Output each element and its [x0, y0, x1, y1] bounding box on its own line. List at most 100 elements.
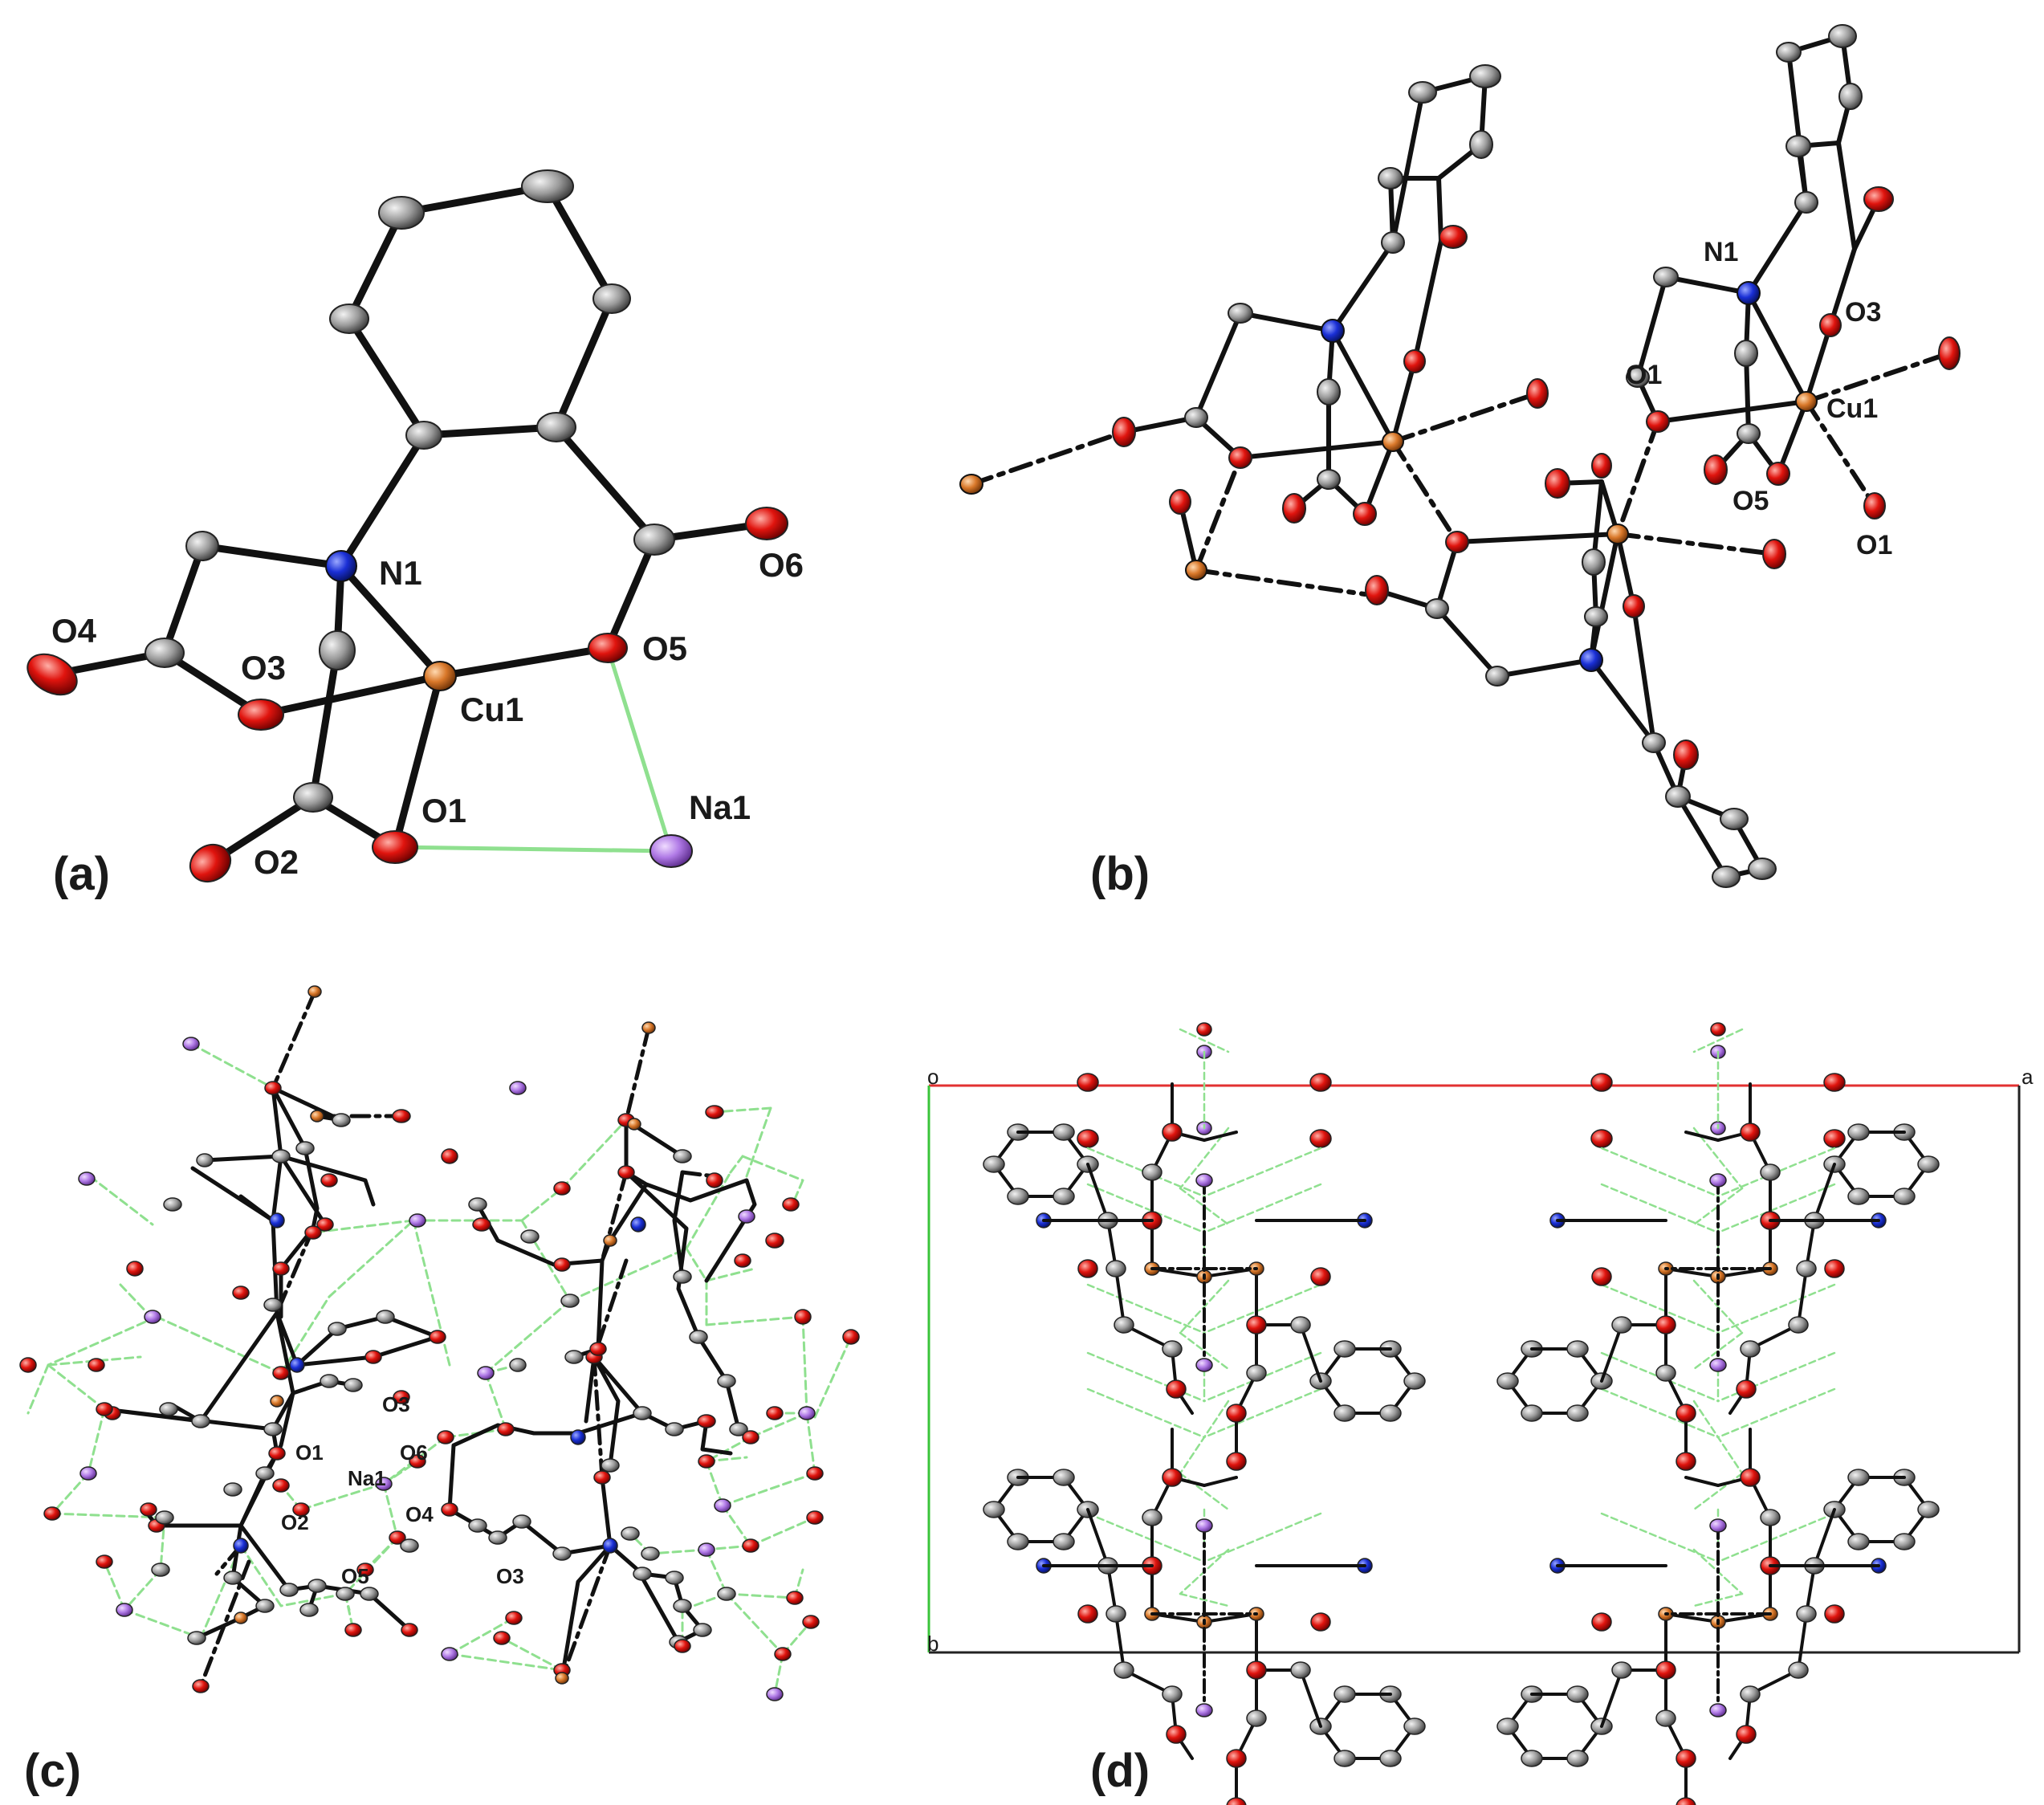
carbon-atom — [512, 1514, 531, 1529]
copper-atom — [555, 1672, 569, 1685]
sodium-contact — [1716, 1351, 1836, 1403]
carbon-atom — [344, 1378, 363, 1392]
carbon-atom — [1642, 732, 1666, 753]
oxygen-atom — [842, 1329, 860, 1345]
carbon-atom — [187, 1631, 206, 1645]
oxygen-atom — [304, 1225, 322, 1240]
sodium-atom — [409, 1213, 426, 1228]
bond — [1086, 1163, 1110, 1222]
oxygen-atom — [268, 1446, 286, 1461]
carbon-atom — [665, 1422, 684, 1436]
oxygen-atom — [705, 1105, 724, 1119]
carbon-atom — [263, 1422, 283, 1436]
copper-atom — [270, 1395, 284, 1408]
oxygen-atom — [1824, 1259, 1845, 1278]
sodium-contact — [1179, 1187, 1230, 1226]
carbon-atom — [1378, 167, 1403, 189]
carbon-atom — [1893, 1533, 1916, 1550]
panel-c: O3 O1 O6 Na1 O2 O4 O5 O3 (c) — [19, 985, 860, 1797]
carbon-atom — [1425, 598, 1449, 619]
copper-atom — [627, 1118, 641, 1131]
carbon-atom — [717, 1374, 736, 1388]
oxygen-atom — [674, 1639, 691, 1653]
oxygen-atom — [96, 1402, 113, 1416]
panel-c-labels: O3 O1 O6 Na1 O2 O4 O5 O3 — [281, 1392, 524, 1588]
sodium-atom — [714, 1498, 731, 1513]
carbon-atom — [145, 638, 185, 668]
carbon-atom — [1007, 1533, 1029, 1550]
sodium-contact — [1716, 1283, 1836, 1334]
sodium-atom — [1709, 1703, 1727, 1717]
carbon-atom — [693, 1623, 712, 1637]
carbon-atom — [665, 1571, 684, 1585]
bond — [1299, 1669, 1322, 1728]
oxygen-atom — [1740, 1468, 1761, 1487]
nitrogen-atom — [269, 1212, 285, 1228]
bond — [1797, 1612, 1808, 1672]
carbon-atom — [1521, 1750, 1543, 1767]
oxygen-atom — [765, 1233, 784, 1249]
nitrogen-atom — [325, 550, 357, 582]
sodium-contact — [1692, 1127, 1744, 1190]
atom-label-na1: Na1 — [348, 1466, 386, 1490]
carbon-atom — [376, 1310, 395, 1324]
carbon-atom — [1142, 1509, 1162, 1526]
oxygen-atom — [1545, 468, 1570, 499]
carbon-atom — [1740, 1685, 1761, 1703]
carbon-atom — [1333, 1404, 1356, 1422]
sodium-contact — [1179, 1472, 1230, 1511]
carbon-atom — [405, 421, 442, 450]
sodium-atom — [79, 1466, 97, 1481]
sodium-contact — [1203, 1387, 1322, 1439]
carbon-atom — [1317, 469, 1341, 490]
oxygen-atom — [1077, 1073, 1099, 1092]
panel-b-labels: N1 O3 O1 Cu1 O5 O1 — [1626, 237, 1892, 560]
sodium-contact — [1086, 1512, 1206, 1563]
carbon-atom — [1379, 1750, 1402, 1767]
sodium-atom — [1709, 1173, 1727, 1188]
sodium-contact — [1692, 1279, 1744, 1334]
carbon-atom — [223, 1482, 242, 1497]
cell-b-label: b — [927, 1632, 939, 1656]
carbon-atom — [1584, 606, 1608, 627]
atom-label-cu1: Cu1 — [460, 691, 523, 728]
nitrogen-atom — [289, 1357, 305, 1373]
bond — [1813, 1163, 1836, 1222]
carbon-atom — [1785, 135, 1811, 157]
oxygen-atom — [593, 1470, 611, 1485]
carbon-atom — [1105, 1260, 1126, 1277]
oxygen-atom — [1736, 1725, 1757, 1744]
carbon-atom — [717, 1587, 736, 1601]
carbon-atom — [1105, 1605, 1126, 1623]
oxygen-atom — [1676, 1797, 1696, 1805]
sodium-contact — [1600, 1387, 1720, 1439]
oxygen-atom — [1673, 740, 1699, 770]
oxygen-atom — [1077, 1604, 1098, 1624]
carbon-atom — [601, 1458, 620, 1473]
atom-label-o2: O2 — [254, 843, 299, 881]
oxygen-atom — [786, 1591, 804, 1605]
carbon-atom — [1760, 1163, 1781, 1181]
atom-label-na1: Na1 — [689, 788, 751, 826]
carbon-atom — [400, 1538, 419, 1553]
sodium-atom — [1195, 1518, 1213, 1533]
sodium-contact — [1716, 1387, 1836, 1439]
carbon-atom — [185, 531, 219, 561]
oxygen-atom — [264, 1081, 282, 1095]
carbon-atom — [1847, 1123, 1870, 1141]
nitrogen-atom — [602, 1538, 618, 1554]
carbon-atom — [329, 304, 369, 334]
oxygen-atom — [1710, 1022, 1726, 1037]
atom-label-n1: N1 — [379, 554, 422, 592]
carbon-atom — [1566, 1340, 1589, 1358]
oxygen-atom — [441, 1502, 458, 1517]
carbon-atom — [1566, 1750, 1589, 1767]
sodium-contact — [1600, 1183, 1720, 1234]
oxygen-atom — [617, 1165, 635, 1180]
carbon-atom — [1053, 1469, 1075, 1486]
carbon-atom — [1655, 1364, 1676, 1382]
carbon-atom — [1776, 42, 1802, 63]
carbon-atom — [1162, 1685, 1183, 1703]
sodium-contact — [1179, 1279, 1230, 1334]
oxygen-atom — [140, 1502, 157, 1517]
